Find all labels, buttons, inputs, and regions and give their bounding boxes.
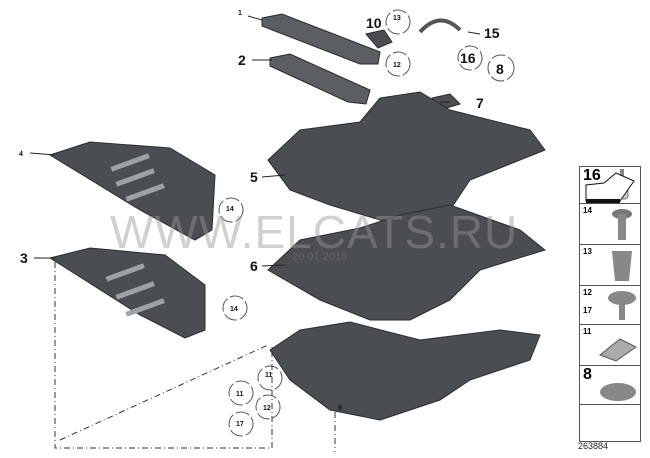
callout-12: 12: [393, 62, 401, 69]
callout-13: 13: [393, 15, 401, 22]
arrow-icon: [585, 172, 635, 203]
part-6-underbody-shield[interactable]: [267, 204, 547, 321]
callout-15: 15: [484, 25, 500, 41]
part-5-underbody-shield[interactable]: [267, 91, 546, 226]
callout-9: 9: [338, 405, 342, 412]
navigation-arrow[interactable]: [580, 172, 640, 445]
callout-4: 4: [19, 151, 23, 158]
expansion-clip-icon: [608, 291, 636, 320]
callout-11: 11: [265, 372, 273, 379]
part-2-rail[interactable]: [269, 53, 371, 105]
callout-11: 11: [236, 391, 244, 398]
callout-7: 7: [476, 95, 484, 111]
part-10-bracket[interactable]: [365, 29, 393, 49]
part-4-side-shield[interactable]: [48, 141, 216, 241]
cap-icon: [600, 383, 636, 401]
diagram-number: 263884: [578, 441, 609, 451]
callout-17: 17: [236, 421, 244, 428]
callout-2: 2: [238, 52, 246, 68]
fastener-legend-panel: 16 14 13 12 17 11 8: [579, 166, 641, 442]
callout-1: 1: [238, 10, 242, 17]
legend-item-11[interactable]: 11: [580, 325, 640, 366]
callout-6: 6: [250, 258, 258, 274]
screw-icon: [612, 209, 632, 240]
callout-3: 3: [20, 250, 28, 266]
callout-12: 12: [263, 405, 271, 412]
part-9-underbody-shield[interactable]: [269, 321, 541, 421]
callout-10: 10: [366, 15, 382, 31]
legend-item-12-17[interactable]: 12 17: [580, 286, 640, 325]
date-stamp: 20.01.2018: [292, 251, 348, 263]
legend-item-8[interactable]: 8: [580, 366, 640, 405]
watermark: WWW.ELCATS.RU: [110, 206, 519, 258]
spring-nut-icon: [599, 338, 637, 362]
legend-item-14[interactable]: 14: [580, 204, 640, 245]
part-1-rail[interactable]: [261, 13, 381, 65]
part-15-strap[interactable]: [418, 18, 462, 34]
callout-16: 16: [460, 50, 476, 66]
callout-14: 14: [226, 206, 234, 213]
callout-8: 8: [496, 61, 504, 77]
nut-insert-icon: [612, 251, 632, 281]
callout-5: 5: [250, 169, 258, 185]
callout-14: 14: [230, 306, 238, 313]
legend-item-13[interactable]: 13: [580, 245, 640, 286]
